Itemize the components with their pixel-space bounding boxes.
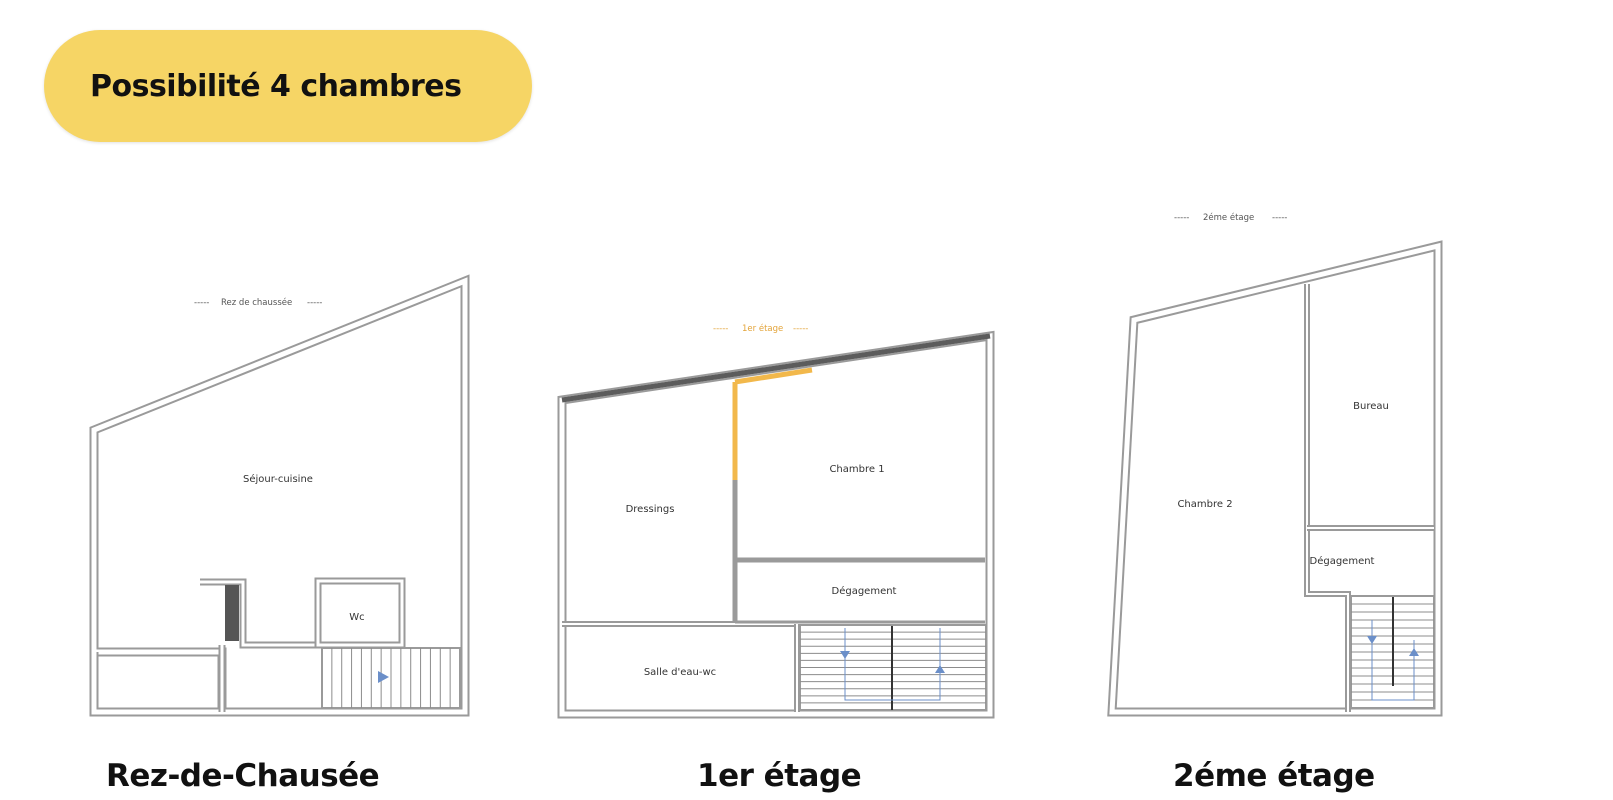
second-stair-arrow-down-icon [1367, 636, 1377, 644]
second-bureau-wall-inner [1306, 284, 1349, 712]
badge-label: Possibilité 4 chambres [90, 68, 462, 104]
second-room-chambre2: Chambre 2 [1177, 499, 1232, 510]
second-stair-arrow-up-icon [1409, 648, 1419, 656]
ground-room-wc: Wc [349, 612, 364, 623]
ground-inner-wall [200, 578, 318, 649]
caption-second-floor: 2éme étage [1173, 758, 1375, 794]
second-outer-wall-inner [1109, 242, 1441, 715]
plan-ground-floor: ----- Rez de chaussée ----- Séjour-cuisi… [89, 274, 470, 717]
first-stair-arrow-up-icon [935, 665, 945, 673]
first-stair-path [844, 628, 941, 701]
first-room-degagement: Dégagement [832, 585, 897, 597]
ground-floor-label: Rez de chaussée [221, 297, 292, 308]
badge-four-bedrooms: Possibilité 4 chambres [44, 30, 532, 142]
first-top-wall-dark [561, 333, 991, 403]
second-floor-dash-right: ----- [1272, 213, 1287, 223]
ground-stair-arrow-icon [378, 671, 389, 683]
second-floor-dash-left: ----- [1174, 213, 1189, 223]
ground-chimney-block [225, 585, 239, 641]
first-floor-dash-left: ----- [713, 324, 728, 334]
ground-stair-steps [331, 648, 451, 708]
first-floor-label: 1er étage [742, 323, 783, 334]
first-top-wall-accent [734, 367, 813, 385]
ground-wc-wall-inner [316, 579, 404, 647]
plan-first-floor: ----- 1er étage ----- [557, 323, 995, 719]
ground-left-wall [89, 652, 222, 717]
first-room-salle: Salle d'eau-wc [644, 667, 716, 678]
caption-first-floor: 1er étage [697, 758, 862, 794]
second-room-bureau: Bureau [1353, 401, 1389, 412]
caption-ground-floor: Rez-de-Chausée [106, 758, 380, 794]
second-floor-label: 2éme étage [1203, 212, 1254, 223]
ground-floor-dash-left: ----- [194, 298, 209, 308]
ground-room-sejour: Séjour-cuisine [243, 473, 313, 485]
ground-inner-wall-inner [200, 580, 318, 647]
ground-floor-dash-right: ----- [307, 298, 322, 308]
plan-second-floor: ----- 2éme étage ----- Bureau Chambre 2 … [1107, 212, 1443, 717]
first-room-chambre1: Chambre 1 [829, 464, 884, 475]
first-floor-dash-right: ----- [793, 324, 808, 334]
second-bureau-wall [1304, 284, 1351, 712]
first-stair-arrow-down-icon [840, 651, 850, 659]
second-stair-path [1371, 620, 1415, 701]
first-room-dressings: Dressings [626, 504, 675, 515]
second-room-degagement: Dégagement [1310, 555, 1375, 567]
ground-left-wall-inner [91, 652, 222, 715]
